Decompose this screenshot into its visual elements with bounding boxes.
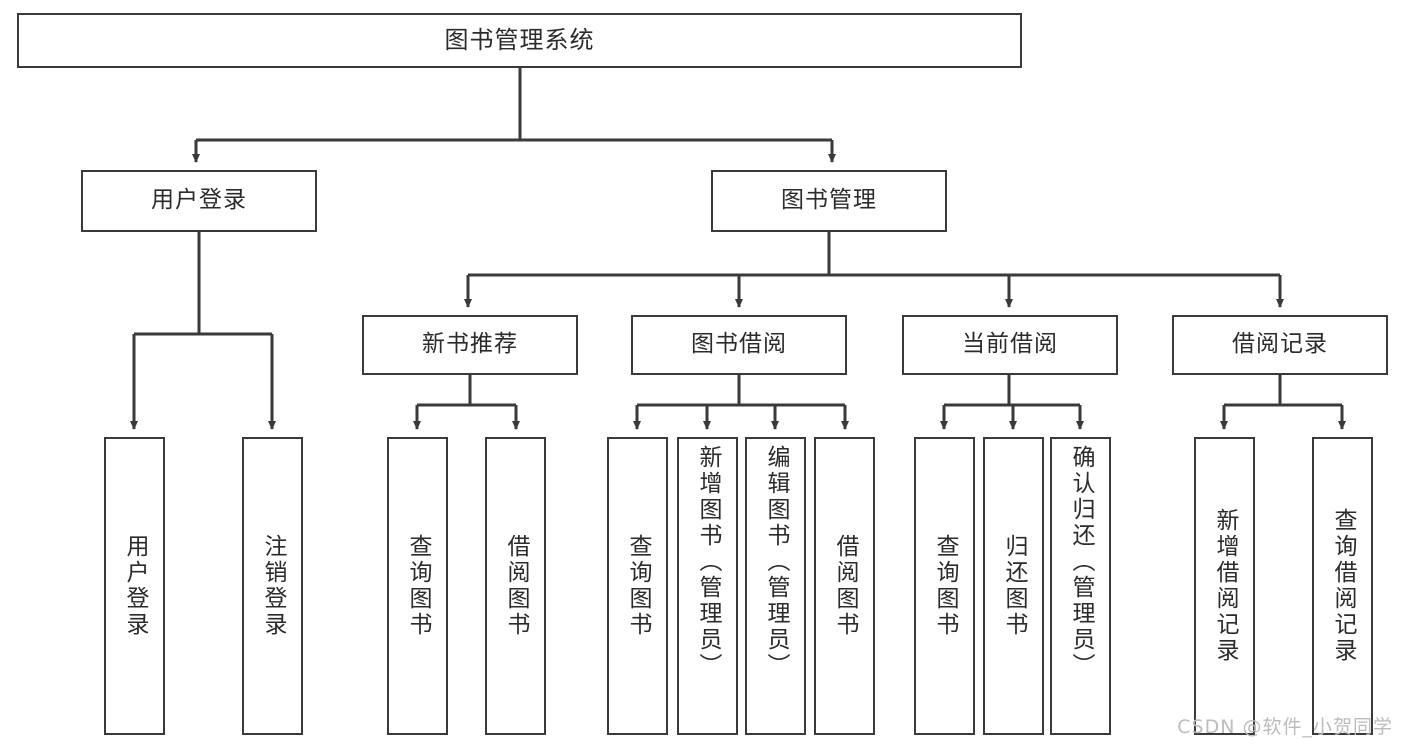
leaf-edit-book-admin[interactable]: 编辑图书（管理员） xyxy=(745,437,806,735)
leaf-add-book-admin[interactable]: 新增图书（管理员） xyxy=(677,437,738,735)
leaf-return-book[interactable]: 归还图书 xyxy=(983,437,1044,735)
leaf-borrow-book-newbook[interactable]: 借阅图书 xyxy=(485,437,546,735)
node-new-book-recommend[interactable]: 新书推荐 xyxy=(362,315,578,375)
csdn-watermark: CSDN @软件_小贺同学 xyxy=(1177,716,1393,738)
leaf-query-book-borrow[interactable]: 查询图书 xyxy=(607,437,668,735)
leaf-logout[interactable]: 注销登录 xyxy=(242,437,303,735)
node-book-management[interactable]: 图书管理 xyxy=(711,170,947,232)
node-borrow-records[interactable]: 借阅记录 xyxy=(1172,315,1388,375)
leaf-add-borrow-record[interactable]: 新增借阅记录 xyxy=(1194,437,1255,735)
leaf-borrow-book[interactable]: 借阅图书 xyxy=(814,437,875,735)
node-root[interactable]: 图书管理系统 xyxy=(17,13,1022,68)
leaf-query-book-current[interactable]: 查询图书 xyxy=(914,437,975,735)
leaf-query-book-newbook[interactable]: 查询图书 xyxy=(387,437,448,735)
node-user-login[interactable]: 用户登录 xyxy=(81,170,317,232)
node-book-borrow[interactable]: 图书借阅 xyxy=(631,315,847,375)
leaf-query-borrow-record[interactable]: 查询借阅记录 xyxy=(1312,437,1373,735)
leaf-confirm-return-admin[interactable]: 确认归还（管理员） xyxy=(1050,437,1111,735)
leaf-user-login[interactable]: 用户登录 xyxy=(104,437,165,735)
node-current-borrow[interactable]: 当前借阅 xyxy=(902,315,1118,375)
